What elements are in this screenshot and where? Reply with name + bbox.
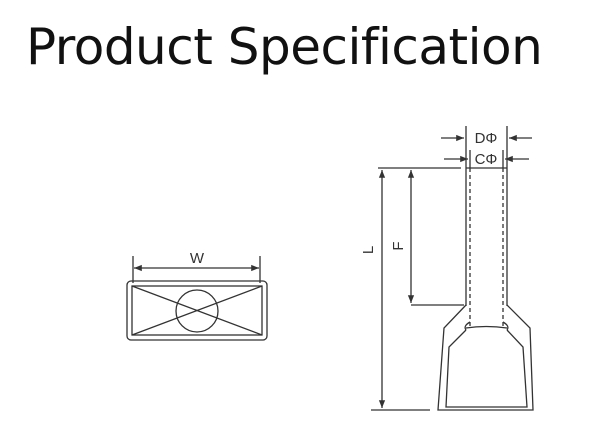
collar-outer <box>437 304 534 411</box>
inner-rect <box>131 285 263 336</box>
tube-length-label: F <box>390 241 407 250</box>
inner-diameter-label: CΦ <box>475 151 498 168</box>
length-label: L <box>360 246 377 254</box>
center-hole <box>175 289 219 333</box>
cross-line <box>131 285 263 336</box>
collar-inner <box>445 329 528 408</box>
width-label: W <box>190 250 205 267</box>
bore-fillet <box>464 321 509 331</box>
top-view: W <box>126 250 268 341</box>
outer-rect <box>126 280 268 341</box>
outer-diameter-label: DΦ <box>475 130 498 147</box>
page-title: Product Specification <box>26 18 543 76</box>
collar-entry-curve <box>465 325 508 329</box>
side-view: DΦ CΦ L F <box>360 126 534 411</box>
